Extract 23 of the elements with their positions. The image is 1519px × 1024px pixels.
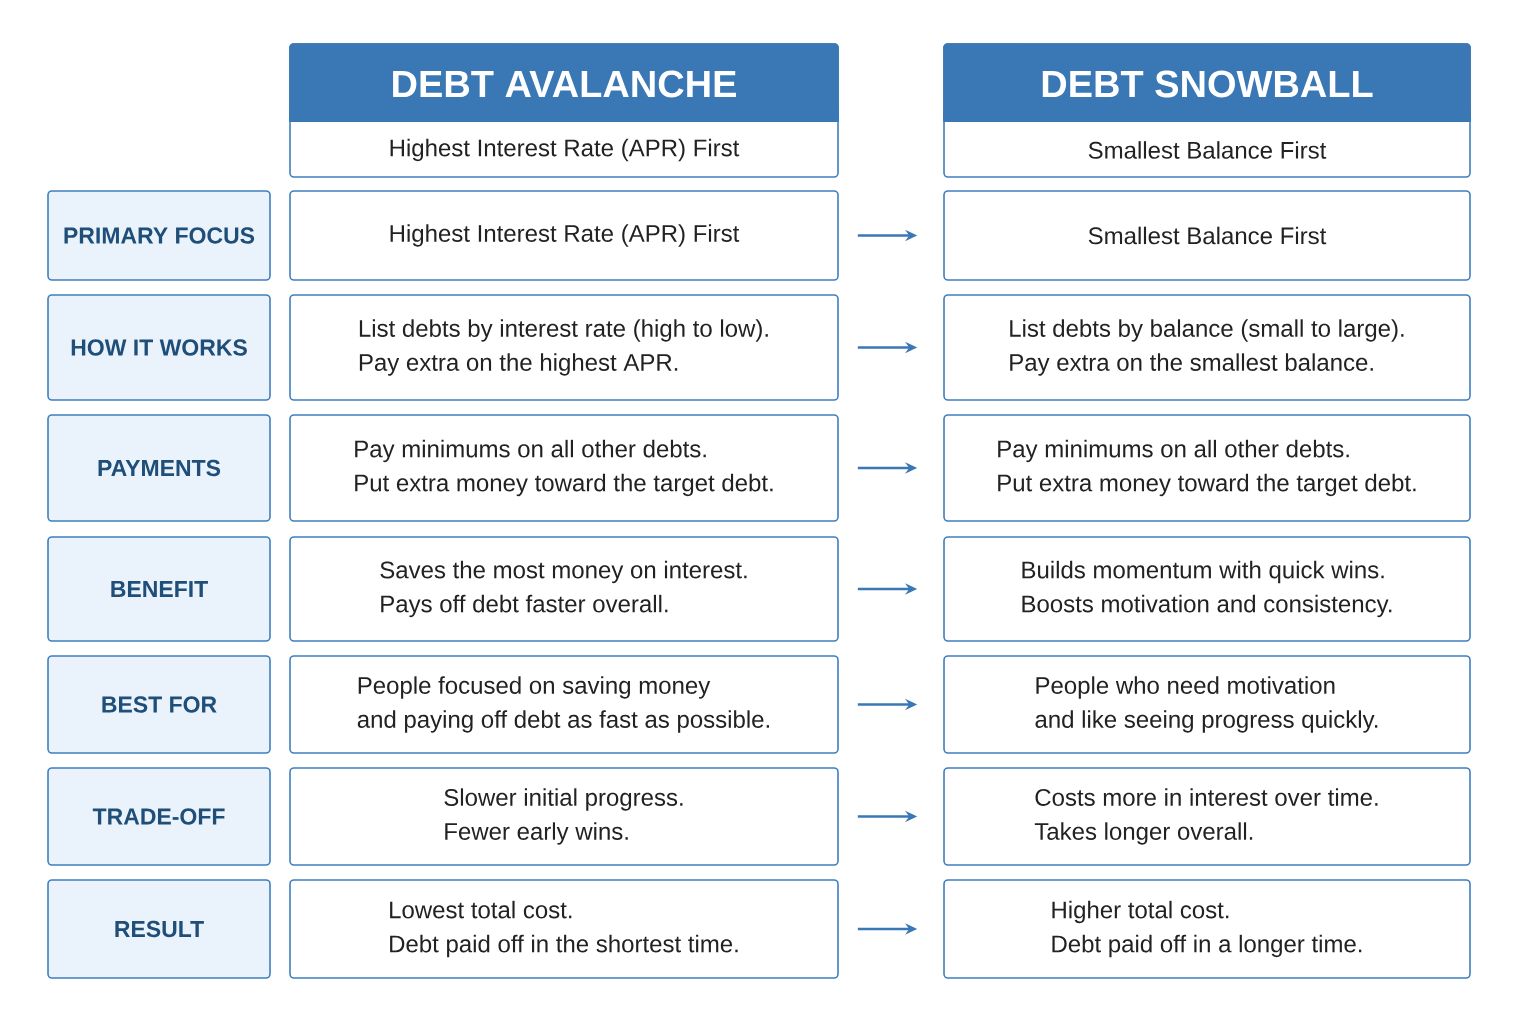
comparison-box: People focused on saving money and paying off debt as fast as possible. bbox=[289, 655, 839, 754]
row-label-box: HOW IT WORKS bbox=[47, 294, 271, 401]
comparison-box: List debts by interest rate (high to low). Pay extra on the highest APR. bbox=[289, 294, 839, 401]
comparison-box: Higher total cost. Debt paid off in a longer time. bbox=[943, 879, 1471, 979]
comparison-box: Pay minimums on all other debts. Put extra money toward the target debt. bbox=[943, 414, 1471, 522]
column-header: DEBT SNOWBALL Smallest Balance First bbox=[943, 43, 1471, 178]
row-label-box: PRIMARY FOCUS bbox=[47, 190, 271, 281]
row-label-box: PAYMENTS bbox=[47, 414, 271, 522]
row-label-box: RESULT bbox=[47, 879, 271, 979]
comparison-box: Smallest Balance First bbox=[943, 190, 1471, 281]
comparison-box: Pay minimums on all other debts. Put extra money toward the target debt. bbox=[289, 414, 839, 522]
comparison-box: Highest Interest Rate (APR) First bbox=[289, 190, 839, 281]
row-label-box: TRADE-OFF bbox=[47, 767, 271, 866]
comparison-box: Lowest total cost. Debt paid off in the shortest time. bbox=[289, 879, 839, 979]
row-label-box: BENEFIT bbox=[47, 536, 271, 642]
comparison-box: Saves the most money on interest. Pays off debt faster overall. bbox=[289, 536, 839, 642]
column-header: DEBT AVALANCHE Highest Interest Rate (APR) First bbox=[289, 43, 839, 178]
comparison-box: Slower initial progress. Fewer early wins. bbox=[289, 767, 839, 866]
comparison-box: Costs more in interest over time. Takes longer overall. bbox=[943, 767, 1471, 866]
comparison-box: Builds momentum with quick wins. Boosts motivation and consistency. bbox=[943, 536, 1471, 642]
row-label-box: BEST FOR bbox=[47, 655, 271, 754]
comparison-box: People who need motivation and like seeing progress quickly. bbox=[943, 655, 1471, 754]
comparison-box: List debts by balance (small to large). Pay extra on the smallest balance. bbox=[943, 294, 1471, 401]
